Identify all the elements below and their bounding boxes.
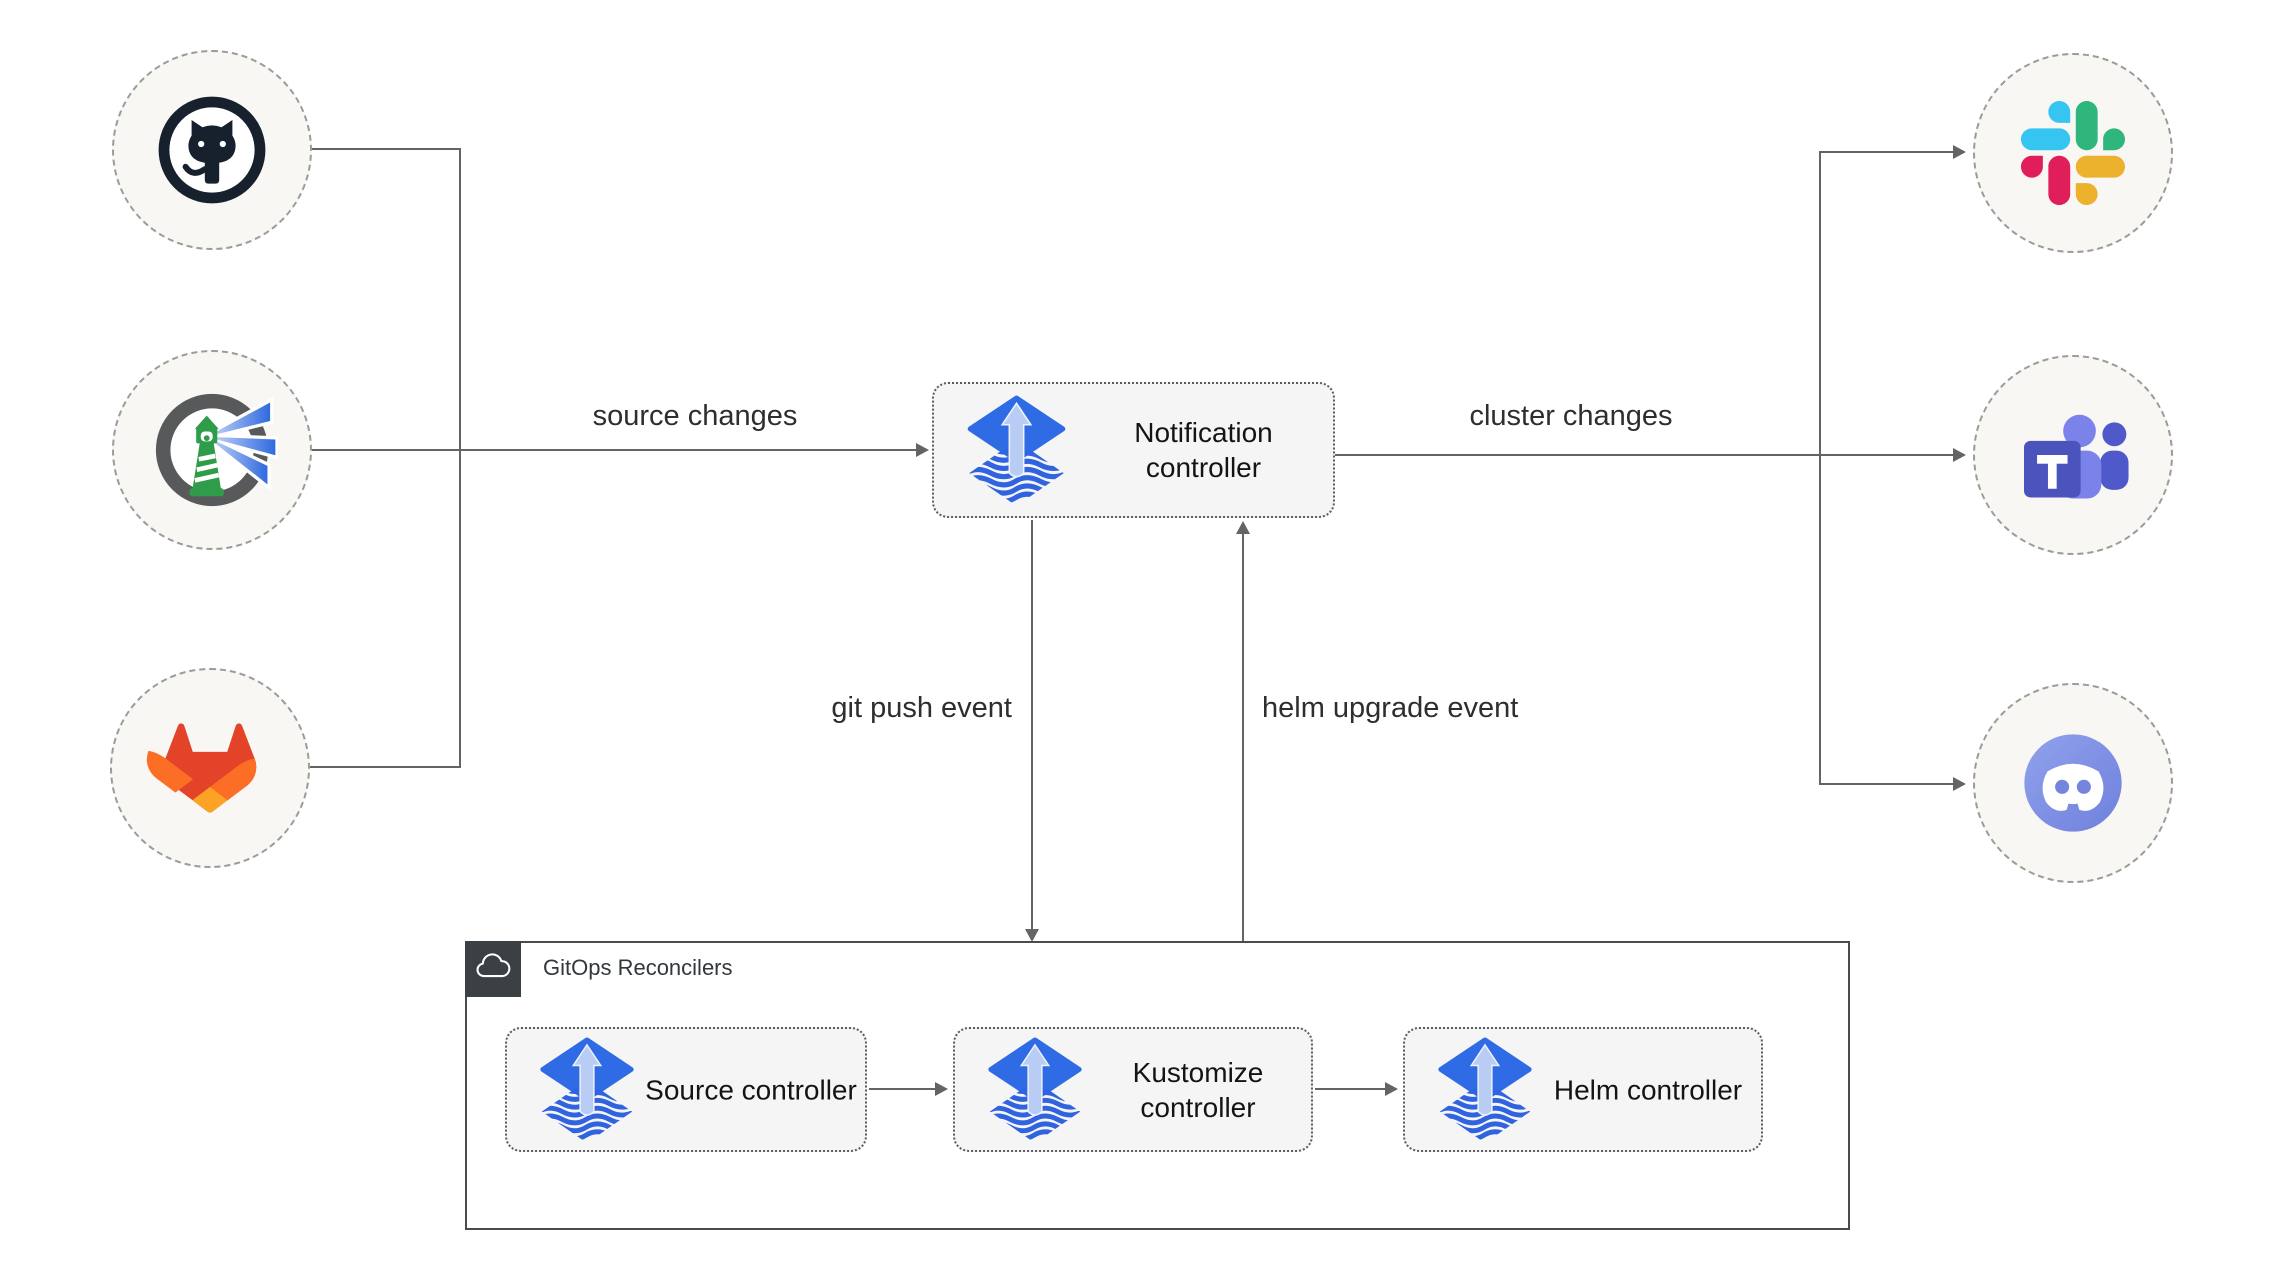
edge-left-junction: [459, 148, 461, 768]
gitlab-icon: [146, 723, 257, 813]
endpoint-slack: [1973, 53, 2173, 253]
github-icon: [158, 96, 266, 204]
endpoint-harbor: [112, 350, 312, 550]
node-label: Kustomize controller: [1132, 1056, 1264, 1123]
edge-label-helm-upgrade-event: helm upgrade event: [1262, 692, 1519, 724]
edge-kustomize-to-helm: [1315, 1088, 1385, 1090]
node-label: Helm controller: [1553, 1074, 1743, 1105]
endpoint-gitlab: [110, 668, 310, 868]
cloud-icon: [476, 953, 511, 978]
arrowhead-into-teams: [1953, 448, 1966, 462]
endpoint-discord: [1973, 683, 2173, 883]
flux-icon: [1438, 1037, 1532, 1142]
edge-cluster-changes: [1335, 454, 1821, 456]
endpoint-github: [112, 50, 312, 250]
flux-icon-slot: [960, 395, 1073, 508]
node-label: Notification controller: [1134, 417, 1273, 483]
edge-github-to-junction: [312, 148, 460, 150]
edge-label-cluster-changes: cluster changes: [1469, 400, 1673, 432]
edge-source-to-kustomize: [869, 1088, 935, 1090]
flux-icon-slot: [1431, 1037, 1539, 1145]
flux-icon: [967, 395, 1066, 504]
edge-source-changes: [312, 449, 917, 451]
flux-icon-slot: [533, 1037, 641, 1145]
edge-label-source-changes: source changes: [592, 400, 798, 432]
arrowhead-into-discord: [1953, 777, 1966, 791]
harbor-icon: [155, 393, 278, 507]
flux-icon-slot: [981, 1037, 1089, 1145]
discord-icon: [2024, 734, 2122, 832]
slack-icon: [2021, 101, 2125, 205]
node-kustomize-controller: Kustomize controller: [953, 1027, 1313, 1152]
node-label: Source controller: [645, 1074, 857, 1105]
edge-right-junction: [1819, 151, 1821, 785]
arrowhead-into-notification-bottom: [1236, 521, 1250, 534]
teams-icon: [2024, 414, 2129, 499]
edge-helm-upgrade-event: [1242, 534, 1244, 941]
arrowhead-into-reconcilers: [1025, 929, 1039, 942]
arrowhead-into-notification: [916, 443, 929, 457]
edge-gitlab-to-junction: [310, 766, 460, 768]
edge-to-slack: [1819, 151, 1953, 153]
node-notification-controller: Notification controller: [932, 382, 1335, 518]
flux-icon: [540, 1037, 634, 1142]
flux-icon: [988, 1037, 1082, 1142]
edge-to-discord: [1819, 783, 1953, 785]
edge-git-push-event: [1031, 520, 1033, 930]
group-title: GitOps Reconcilers: [543, 955, 733, 980]
endpoint-teams: [1973, 355, 2173, 555]
arrowhead-into-helm: [1385, 1082, 1398, 1096]
edge-label-git-push-event: git push event: [831, 692, 1012, 724]
arrowhead-into-kustomize: [935, 1082, 948, 1096]
edge-to-teams: [1819, 454, 1953, 456]
node-source-controller: Source controller: [505, 1027, 867, 1152]
arrowhead-into-slack: [1953, 145, 1966, 159]
node-helm-controller: Helm controller: [1403, 1027, 1763, 1152]
group-header: [465, 941, 521, 997]
